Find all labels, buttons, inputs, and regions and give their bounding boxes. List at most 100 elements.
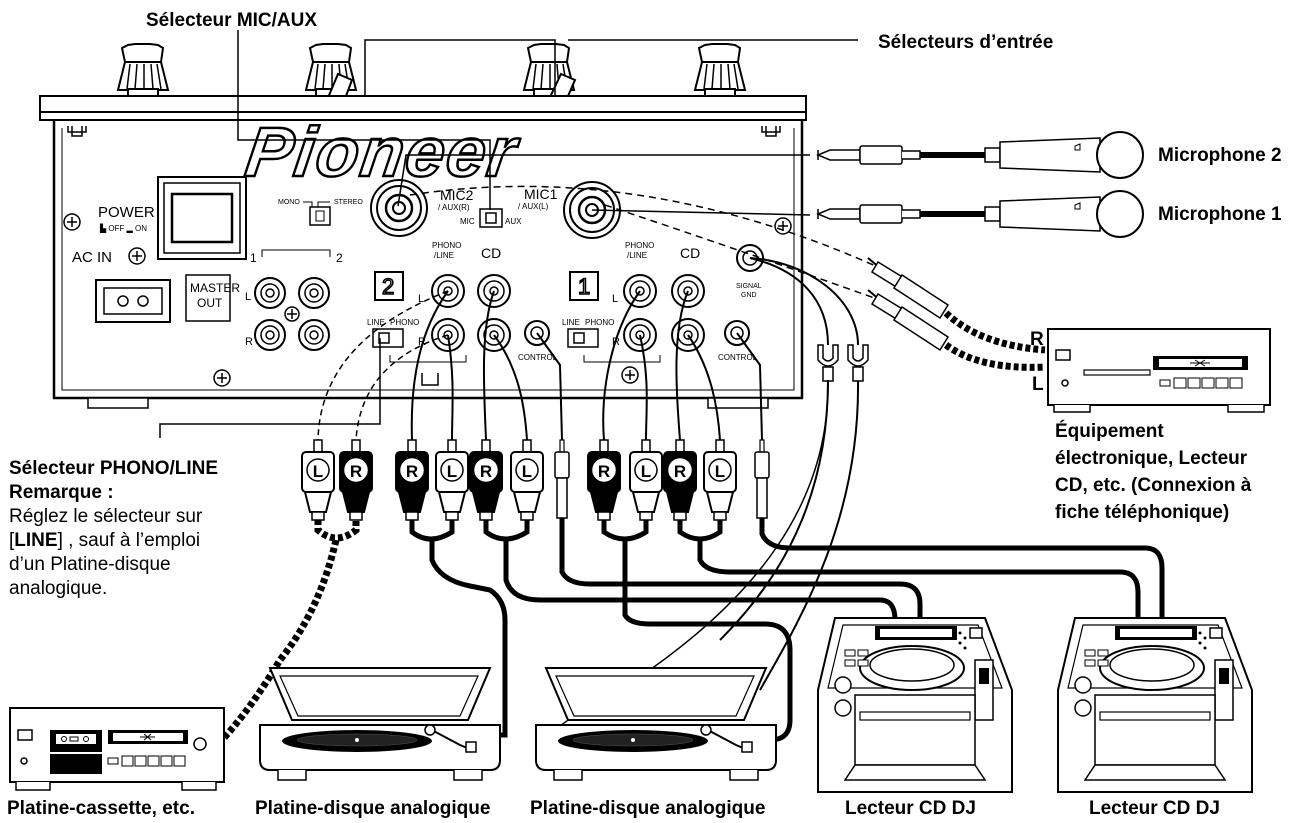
microphone-1-label: Microphone 1	[1158, 204, 1282, 225]
rca-plug-letter: L	[313, 462, 323, 481]
rca-plug-l: L	[510, 439, 544, 521]
mic1-label: MIC1	[524, 186, 558, 202]
cd-equipment	[1047, 328, 1271, 413]
cdj-player-1	[817, 617, 1013, 793]
rca-plug-r: R	[395, 439, 429, 521]
ch2-l-label: L	[418, 293, 424, 305]
mic-aux-selector-label: Sélecteur MIC/AUX	[146, 10, 318, 31]
ch2-line-sel-label: LINE	[367, 318, 385, 327]
ground-lugs	[817, 344, 869, 382]
ch2-control-label: CONTROL	[518, 353, 558, 362]
bottom-label-cdj-2: Lecteur CD DJ	[1089, 798, 1220, 819]
rca-plug-letter: L	[447, 462, 457, 481]
phono-line-selector-label: Sélecteur PHONO/LINE	[9, 458, 219, 479]
rca-plug-l: L	[703, 439, 737, 521]
master-out-jacks	[254, 277, 330, 351]
cassette-deck	[9, 707, 225, 791]
rca-plug-letter: R	[674, 462, 686, 481]
ch2-cd-label: CD	[481, 245, 501, 261]
ac-inlet	[95, 279, 171, 323]
turntable-1	[259, 667, 501, 781]
remark-line: d’un Platine-disque	[9, 554, 171, 575]
rca-plug-letter: R	[406, 462, 418, 481]
remark-bracket-open: [	[9, 530, 15, 551]
ch2-number: 2	[382, 274, 394, 299]
rca-plug-letter: R	[350, 462, 362, 481]
ac-in-label: AC IN	[72, 249, 112, 266]
screw-icon	[213, 369, 231, 387]
ch1-line-label: /LINE	[627, 251, 647, 260]
cdj-player-2	[1057, 617, 1253, 793]
ch1-cd-label: CD	[680, 245, 700, 261]
microphone-1	[816, 190, 1144, 238]
rca-plug-l: L	[301, 439, 335, 521]
equipment-caption-line: CD, etc. (Connexion à	[1055, 475, 1252, 496]
mic2-label: MIC2	[440, 187, 474, 203]
remark-line: analogique.	[9, 578, 108, 599]
screw-icon	[128, 247, 146, 265]
bottom-label-cassette: Platine-cassette, etc.	[7, 798, 195, 819]
power-label: POWER	[98, 204, 155, 221]
bottom-label-turntable-1: Platine-disque analogique	[255, 798, 491, 819]
bottom-cables	[409, 518, 1165, 743]
turntable-2	[535, 667, 777, 781]
ch1-l-label: L	[612, 293, 618, 305]
master-out-label-2: OUT	[197, 296, 223, 310]
aux-label: AUX	[505, 217, 522, 226]
ch1-number: 1	[578, 274, 590, 299]
channel-r-label: R	[1030, 329, 1044, 350]
remark-line: Réglez le sélecteur sur	[9, 506, 203, 527]
signal-label: SIGNAL	[736, 283, 762, 290]
master-out-label: MASTER	[190, 281, 240, 295]
ch2-phono-label: PHONO	[432, 241, 461, 250]
ch1-control-label: CONTROL	[718, 353, 758, 362]
remark-line: [LINE] , sauf à l’emploi	[9, 529, 218, 553]
mic-label: MIC	[460, 217, 475, 226]
rca-plug-r: R	[587, 439, 621, 521]
cassette-plug-cable	[219, 520, 360, 743]
thick-dashed-cables	[943, 310, 1046, 371]
bottom-label-cdj-1: Lecteur CD DJ	[845, 798, 976, 819]
mic2-aux-label: / AUX(R)	[438, 203, 470, 212]
ch1-line-sel-label: LINE	[562, 318, 580, 327]
screw-icon	[774, 217, 792, 235]
rca-plug-l: L	[435, 439, 469, 521]
power-switch	[157, 176, 247, 260]
remark-title: Remarque :	[9, 482, 114, 503]
ch2-line-label: /LINE	[434, 251, 454, 260]
mic1-aux-label: / AUX(L)	[518, 202, 549, 211]
microphone-2	[816, 131, 1144, 179]
rca-plug-r: R	[469, 439, 503, 521]
rca-plug-r: R	[663, 439, 697, 521]
aux-dashed-cables	[409, 185, 881, 301]
equipment-caption-line: électronique, Lecteur	[1055, 448, 1248, 469]
mixer-knob	[116, 43, 170, 97]
equipment-caption-line: Équipement	[1055, 421, 1164, 442]
rca-plug-letter: L	[641, 462, 651, 481]
master-l-label: L	[245, 291, 251, 303]
remark-line-rest: ] , sauf à l’emploi	[57, 530, 201, 551]
mixer-unit: Pioneer POWER ▙ OFF ▂ ON AC IN M	[39, 43, 807, 409]
master-r-label: R	[245, 336, 253, 348]
mixer-to-plug-cables	[410, 290, 763, 441]
leader-lines	[159, 30, 858, 438]
rca-plug-letter: R	[598, 462, 610, 481]
rca-plug-letter: L	[715, 462, 725, 481]
phone-plugs	[867, 257, 950, 352]
cassette-dashed-cables	[317, 290, 449, 441]
screw-icon	[63, 213, 81, 231]
brand-logo: Pioneer	[241, 112, 524, 191]
mixer-knob	[693, 43, 747, 97]
power-off-on-label: ▙ OFF ▂ ON	[99, 223, 147, 233]
equipment-caption-line: fiche téléphonique)	[1055, 502, 1230, 523]
gnd-label: GND	[741, 292, 757, 299]
ch1-phono-label: PHONO	[625, 241, 654, 250]
master-out-2-label: 2	[336, 251, 343, 265]
phono-line-note: Sélecteur PHONO/LINE Remarque : Réglez l…	[9, 457, 218, 601]
bottom-label-turntable-2: Platine-disque analogique	[530, 798, 766, 819]
mic2-jack	[370, 179, 428, 237]
remark-line-keyword: LINE	[14, 530, 58, 551]
microphone-2-label: Microphone 2	[1158, 145, 1282, 166]
